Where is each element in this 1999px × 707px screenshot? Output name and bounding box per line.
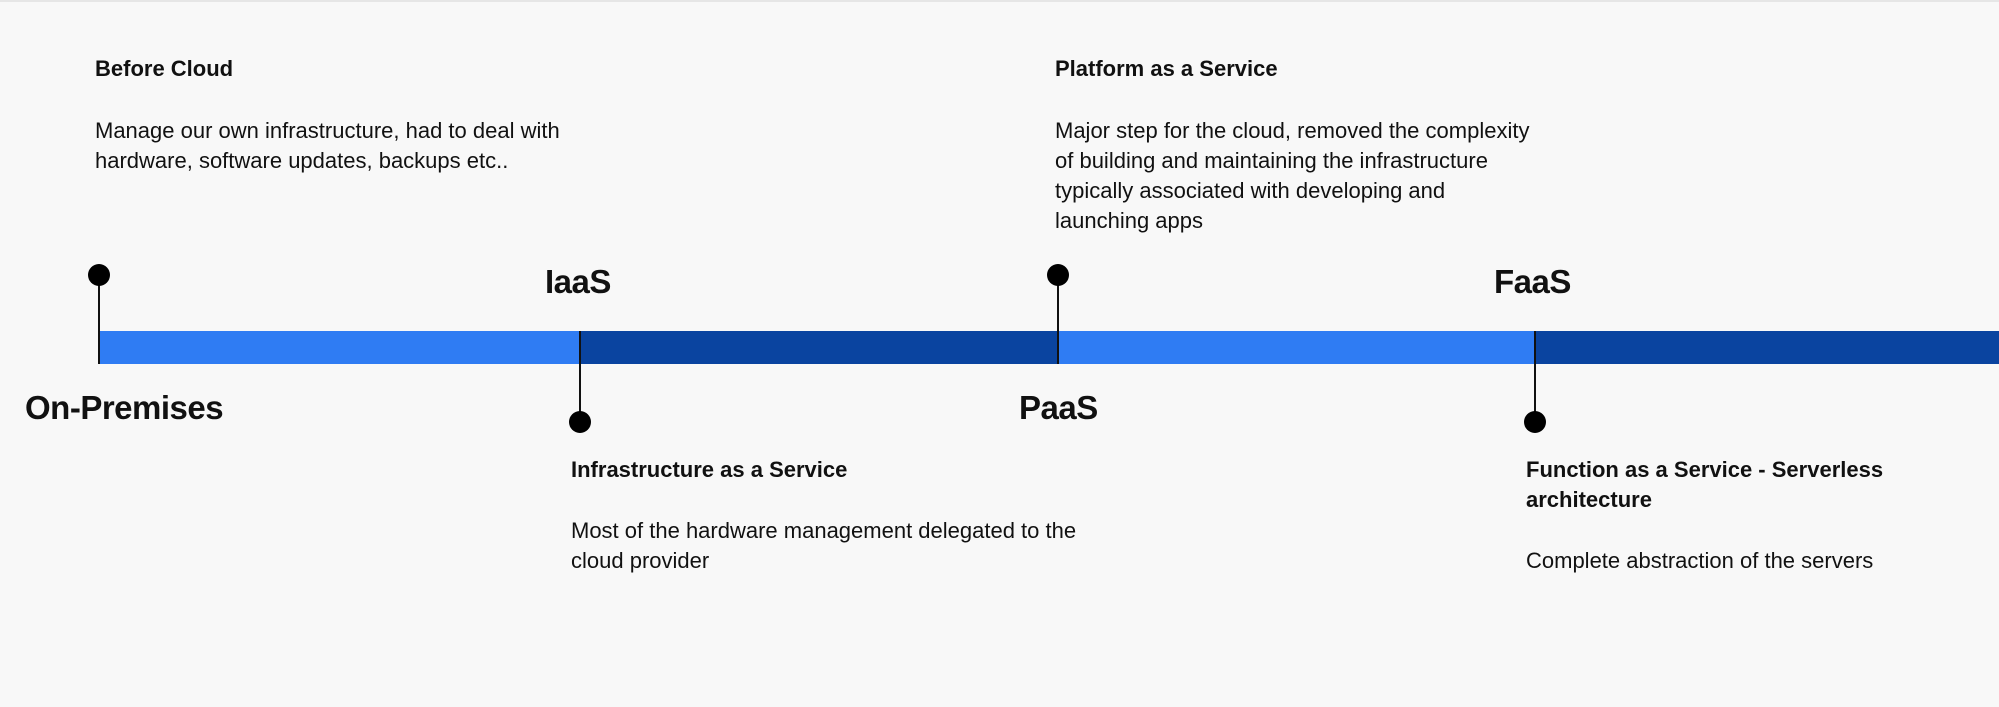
stage-description-before-cloud: Manage our own infrastructure, had to de… xyxy=(95,118,560,173)
marker-stem-iaas xyxy=(579,331,581,423)
marker-dot-faas xyxy=(1524,411,1546,433)
timeline-segment-paas xyxy=(1058,331,1535,364)
top-border xyxy=(0,0,1999,2)
stage-description-faas: Complete abstraction of the servers xyxy=(1526,548,1874,573)
era-label-iaas: IaaS xyxy=(545,263,611,300)
timeline-segment-on-premises xyxy=(98,331,580,364)
timeline-segment-faas xyxy=(1535,331,1999,364)
stage-heading-paas: Platform as a Service xyxy=(1055,56,1278,81)
marker-dot-iaas xyxy=(569,411,591,433)
marker-stem-on-premises xyxy=(98,276,100,364)
stage-description-paas: Major step for the cloud, removed the co… xyxy=(1055,118,1530,233)
marker-dot-paas xyxy=(1047,264,1069,286)
stage-description-iaas: Most of the hardware management delegate… xyxy=(571,518,1077,573)
stage-heading-before-cloud: Before Cloud xyxy=(95,56,234,81)
marker-dot-on-premises xyxy=(88,264,110,286)
era-label-faas: FaaS xyxy=(1494,263,1571,300)
era-label-on-premises: On-Premises xyxy=(25,389,224,426)
timeline-segment-iaas xyxy=(580,331,1058,364)
era-label-paas: PaaS xyxy=(1019,389,1098,426)
stage-heading-iaas: Infrastructure as a Service xyxy=(571,457,848,482)
stage-heading-faas: Function as a Service - Serverless archi… xyxy=(1526,457,1884,512)
marker-stem-faas xyxy=(1534,331,1536,423)
marker-stem-paas xyxy=(1057,276,1059,364)
